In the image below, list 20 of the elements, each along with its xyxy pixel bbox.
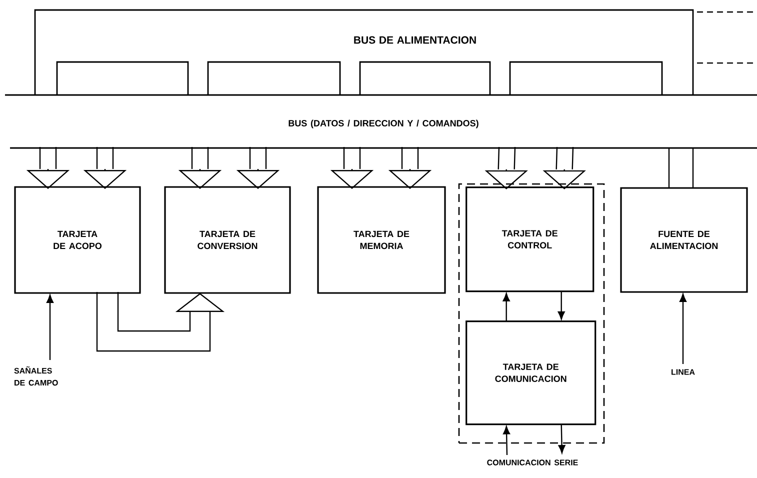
- bus-outline: BUS DE ALIMENTACION: [34, 9, 694, 95]
- arrow: [503, 426, 510, 455]
- card-box: TARJETA DE ACOPO: [14, 186, 141, 294]
- signal-label: SAÑALES DE CAMPO: [14, 366, 58, 386]
- arrow: [558, 424, 566, 454]
- connector-line: [692, 148, 694, 188]
- arrow: [679, 294, 687, 364]
- dashed-group-box: [458, 183, 605, 444]
- bus-label: BUS (DATOS / DIRECCION Y / COMANDOS): [10, 120, 757, 149]
- connector-line: [668, 148, 670, 188]
- card-box: FUENTE DE ALIMENTACION: [620, 187, 748, 293]
- card-box: TARJETA DE CONTROL: [466, 186, 594, 292]
- arrow: [46, 294, 54, 360]
- card-box: TARJETA DE MEMORIA: [317, 186, 446, 294]
- card-box: TARJETA DE CONVERSION: [164, 186, 291, 294]
- arrow: [502, 293, 510, 322]
- card-box: TARJETA DE COMUNICACION: [466, 320, 596, 426]
- arrow: [558, 291, 565, 320]
- signal-label: LINEA: [672, 369, 695, 375]
- signal-label: COMUNICACION SERIE: [487, 460, 578, 466]
